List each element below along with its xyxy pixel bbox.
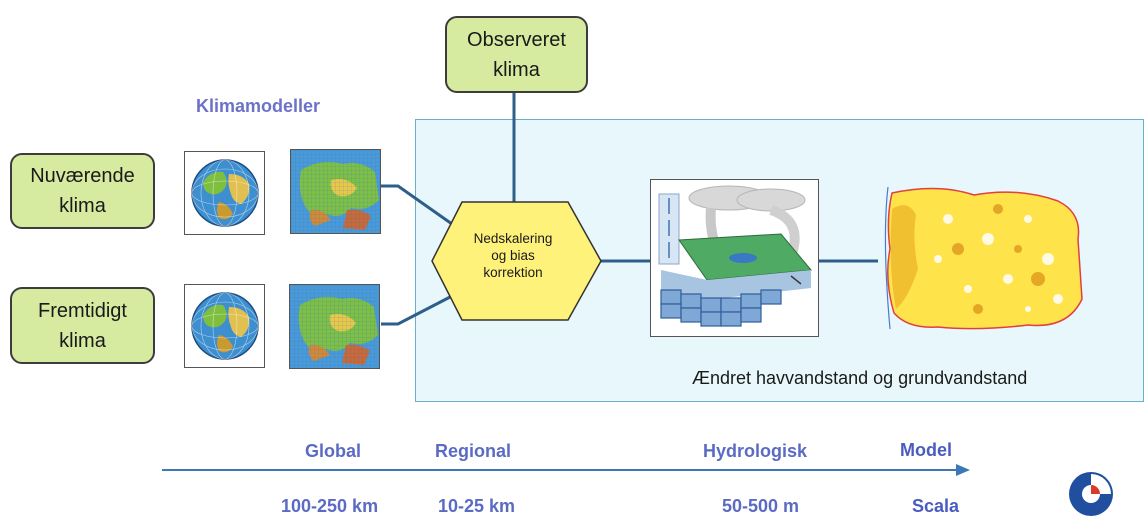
hydrology-model-icon <box>651 180 818 336</box>
distance-hydrologisk: 50-500 m <box>722 496 800 516</box>
model-word: Model <box>900 440 952 460</box>
globe-icon <box>191 292 259 360</box>
globe-thumb-future <box>184 284 265 368</box>
scale-arrow <box>162 464 970 476</box>
europe-map-thumb-future <box>289 284 380 369</box>
climate-models-label: Klimamodeller <box>196 96 321 116</box>
scale-level-global: Global <box>305 441 362 461</box>
observed-climate-box: Observeret klima <box>445 16 588 93</box>
scale-word: Scala <box>912 496 960 516</box>
downscaling-label: Nedskalering og bias korrektion <box>473 231 553 280</box>
future-connector <box>381 294 453 326</box>
future-climate-box: Fremtidigt klima <box>10 287 155 364</box>
globe-icon <box>191 159 259 227</box>
distance-global: 100-250 km <box>281 496 379 516</box>
current-climate-box: Nuværende klima <box>10 153 155 229</box>
panel-caption: Ændret havvandstand og grundvandstand <box>692 368 1028 388</box>
europe-map-icon <box>290 285 379 368</box>
current-connector <box>381 184 453 226</box>
downscaling-hexagon <box>431 201 602 321</box>
scale-level-hydrologisk: Hydrologisk <box>703 441 808 461</box>
groundwater-map-icon <box>884 186 1083 330</box>
distance-regional: 10-25 km <box>438 496 516 516</box>
europe-map-icon <box>291 150 380 233</box>
scale-level-regional: Regional <box>435 441 512 461</box>
groundwater-map-thumb <box>878 179 1090 337</box>
europe-map-thumb-current <box>290 149 381 234</box>
logo-icon <box>1069 472 1113 516</box>
hydrology-model-thumb <box>650 179 819 337</box>
globe-thumb-current <box>184 151 265 235</box>
